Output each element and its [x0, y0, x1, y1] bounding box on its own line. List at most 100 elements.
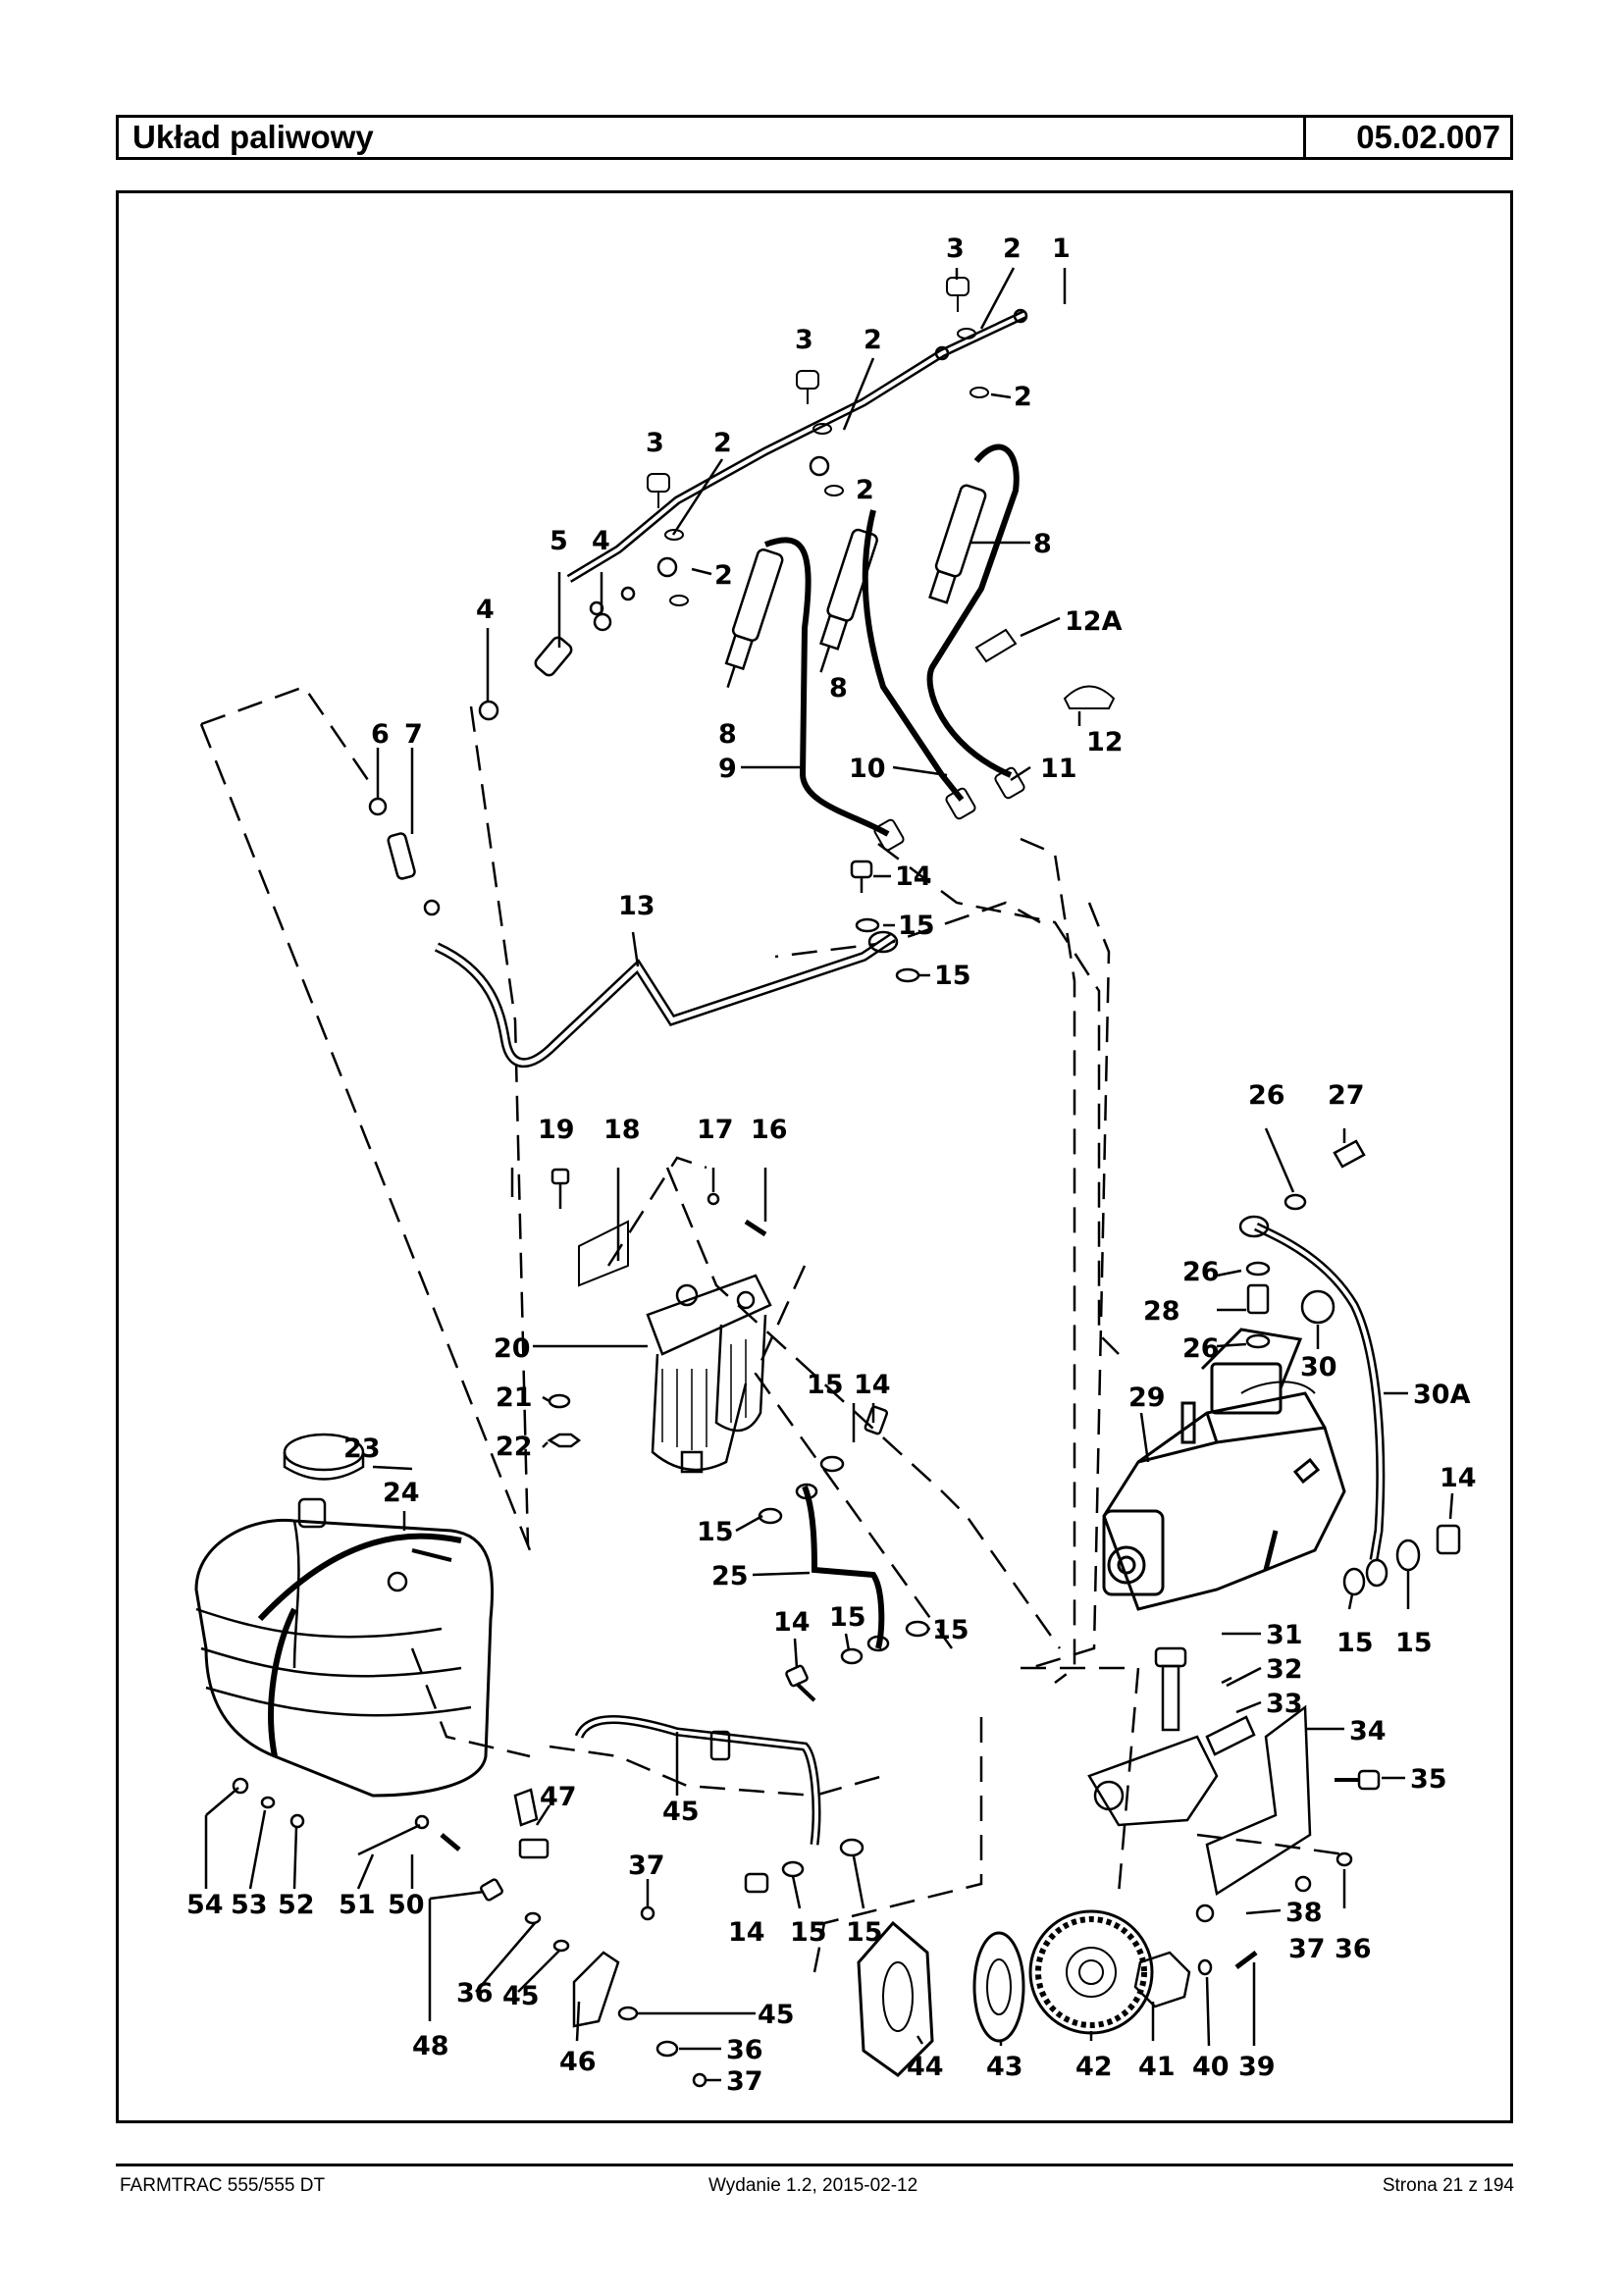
clamp-12	[1063, 685, 1116, 709]
fuel-pipe-13	[434, 930, 899, 1069]
callout-15: 15	[932, 1615, 969, 1645]
callout-3: 3	[946, 234, 965, 264]
bolt-14b	[864, 1405, 889, 1435]
cover-44	[857, 1920, 934, 2077]
callout-38: 38	[1285, 1898, 1323, 1928]
gear-42	[1028, 1909, 1154, 2035]
callout-5: 5	[550, 526, 568, 556]
callout-15: 15	[829, 1602, 866, 1633]
callout-25: 25	[711, 1561, 749, 1591]
washer-21	[548, 1393, 571, 1409]
callout-50: 50	[388, 1890, 425, 1920]
callout-53: 53	[231, 1890, 268, 1920]
callout-54: 54	[186, 1890, 224, 1920]
callout-45: 45	[502, 1981, 540, 2011]
part-4-upper	[593, 612, 612, 632]
callout-18: 18	[603, 1115, 641, 1145]
callout-8: 8	[718, 719, 737, 750]
page-title: Układ paliwowy	[119, 118, 1306, 157]
callout-20: 20	[494, 1333, 531, 1364]
callout-12: 12	[1086, 727, 1124, 757]
hose-7	[387, 832, 416, 880]
fitting-48	[513, 1788, 539, 1827]
callout-8: 8	[1033, 529, 1052, 559]
callout-2: 2	[856, 475, 874, 505]
callout-27: 27	[1328, 1080, 1365, 1111]
injection-pipes	[763, 443, 1020, 837]
callout-26: 26	[1248, 1080, 1285, 1111]
bolt-16	[744, 1219, 767, 1237]
callout-36: 36	[456, 1978, 494, 2008]
callout-2: 2	[713, 428, 732, 458]
callout-13: 13	[618, 891, 655, 921]
callout-15: 15	[790, 1917, 827, 1948]
footer-model: FARMTRAC 555/555 DT	[120, 2175, 326, 2196]
fuel-return-line	[566, 308, 1028, 616]
fuel-tank-24	[194, 1433, 495, 1798]
bracket-47	[572, 1951, 620, 2028]
drive-housing-33	[1087, 1646, 1256, 1827]
callout-37: 37	[1288, 1934, 1326, 1964]
callout-16: 16	[751, 1115, 788, 1145]
injectors	[724, 484, 987, 689]
callout-32: 32	[1266, 1654, 1303, 1685]
callout-14: 14	[854, 1370, 891, 1400]
pipe-nuts	[873, 766, 1025, 852]
pipe-30A	[1253, 1222, 1386, 1561]
callout-39: 39	[1238, 2052, 1276, 2082]
bracket-18	[578, 1220, 629, 1287]
footer-divider	[116, 2164, 1513, 2166]
callout-15: 15	[898, 911, 935, 941]
part-5-sleeve	[534, 636, 573, 677]
callout-47: 46	[559, 2047, 597, 2077]
callout-43: 43	[986, 2052, 1023, 2082]
callout-22: 22	[496, 1432, 533, 1462]
fuel-filter-20	[646, 1274, 772, 1474]
callout-26: 26	[1182, 1257, 1220, 1287]
callout-45: 45	[758, 2000, 795, 2030]
callout-4: 4	[592, 526, 610, 556]
callout-14: 14	[1440, 1463, 1477, 1493]
callout-2: 2	[714, 560, 733, 591]
callout-15: 15	[1395, 1628, 1433, 1658]
callout-6: 6	[371, 719, 390, 750]
banjo-bolts	[647, 277, 969, 508]
callout-17: 17	[697, 1115, 734, 1145]
callout-26: 26	[1182, 1333, 1220, 1364]
callout-44: 44	[907, 2052, 944, 2082]
callout-19: 19	[538, 1115, 575, 1145]
callout-1: 1	[1052, 234, 1071, 264]
callout-30: 30	[1300, 1352, 1337, 1382]
callout-3: 3	[795, 325, 813, 355]
bracket-34	[1205, 1704, 1312, 1897]
callout-21: 21	[496, 1382, 533, 1413]
callout-labels: 1 2 3 2 2 3 2 2 3 2 5 4 4 8 12A 8 12 6 7…	[186, 234, 1477, 2097]
clamp-12A	[974, 628, 1018, 663]
callout-2: 2	[864, 325, 882, 355]
callout-41: 41	[1138, 2052, 1176, 2082]
callout-42: 42	[1075, 2052, 1113, 2082]
footer-page-number: Strona 21 z 194	[1382, 2175, 1514, 2196]
callout-23: 23	[343, 1434, 381, 1464]
hub-43	[972, 1931, 1025, 2043]
callout-30A: 30A	[1413, 1380, 1471, 1410]
callout-24: 24	[383, 1478, 420, 1508]
callout-3: 3	[646, 428, 664, 458]
callout-46: 45	[662, 1797, 700, 1827]
section-code: 05.02.007	[1356, 119, 1500, 155]
callout-51: 51	[339, 1890, 376, 1920]
leader-lines	[204, 267, 1454, 2082]
callout-31: 31	[1266, 1620, 1303, 1650]
washers	[664, 328, 989, 606]
callout-15: 15	[697, 1517, 734, 1547]
callout-52: 52	[278, 1890, 315, 1920]
callout-14: 14	[773, 1607, 811, 1638]
callout-4: 4	[476, 595, 495, 625]
injection-pump-29	[1102, 1328, 1346, 1611]
callout-7: 7	[404, 719, 423, 750]
callout-49: 48	[412, 2031, 449, 2061]
nut-22	[547, 1433, 582, 1448]
callout-35: 35	[1410, 1764, 1447, 1795]
callout-15: 15	[807, 1370, 844, 1400]
